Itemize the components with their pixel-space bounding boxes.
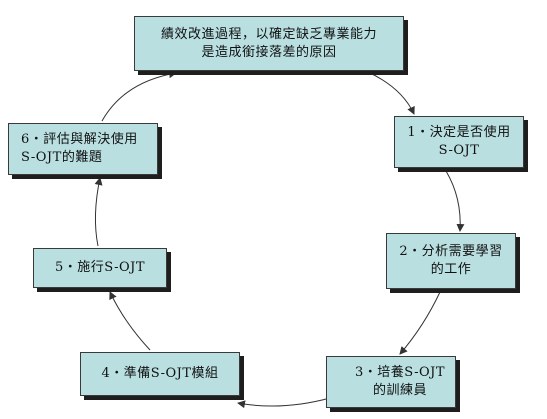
node-step-3: 3‧培養S-OJT 的訓練員 [326, 356, 456, 408]
arrow-step6-to-top [101, 70, 177, 122]
node-step-3-line-2: 的訓練員 [372, 383, 427, 398]
node-step-6-line-2: S-OJT的難題 [21, 150, 103, 165]
node-step-1: 1‧決定是否使用 S-OJT [394, 116, 524, 168]
node-top-line-1: 績效改進過程，以確定缺乏專業能力 [160, 26, 377, 42]
node-step-2-line-2: 的工作 [430, 262, 472, 277]
node-step-2-line-1: 2‧分析需要學習 [399, 244, 503, 259]
node-step-1-line-1: 1‧決定是否使用 [407, 125, 511, 140]
arrow-step1-to-step2 [445, 170, 465, 232]
arrow-step3-to-step4 [237, 397, 331, 409]
node-step-2: 2‧分析需要學習 的工作 [386, 233, 516, 289]
node-step-6: 6‧評估與解決使用 S-OJT的難題 [8, 123, 158, 175]
arrow-step4-to-step5 [109, 291, 151, 351]
node-step-5-line-1: 5‧施行S-OJT [54, 260, 146, 275]
node-step-5: 5‧施行S-OJT [33, 248, 167, 288]
node-top-line-2: 是造成銜接落差的原因 [201, 44, 337, 60]
node-step-4-line-1: 4‧準備S-OJT模組 [101, 366, 219, 381]
node-step-4: 4‧準備S-OJT模組 [80, 352, 240, 396]
arrow-step5-to-step6 [94, 177, 103, 247]
node-step-3-line-1: 3‧培養S-OJT [354, 365, 446, 380]
node-step-1-line-2: S-OJT [438, 143, 480, 158]
node-step-6-line-1: 6‧評估與解決使用 [21, 132, 138, 147]
node-top-performance-improvement: 績效改進過程，以確定缺乏專業能力 是造成銜接落差的原因 [134, 16, 404, 71]
arrow-step2-to-step3 [399, 291, 441, 355]
arrow-top-to-step1 [367, 71, 415, 115]
